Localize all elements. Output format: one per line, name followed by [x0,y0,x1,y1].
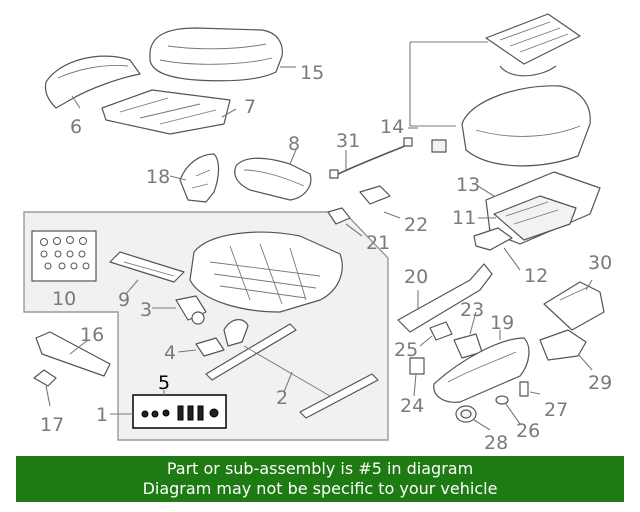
callout-12: 12 [524,265,548,287]
part-11-shape [493,195,577,241]
callout-26: 26 [516,420,540,442]
callout-5: 5 [158,372,170,394]
callout-20: 20 [404,266,428,288]
part-18-shape [179,153,220,203]
callout-8: 8 [288,133,300,155]
part-19-shape [433,337,530,403]
part-8-shape [234,157,312,201]
info-banner: Part or sub-assembly is #5 in diagram Di… [16,456,624,502]
callout-16: 16 [80,324,104,346]
callout-21: 21 [366,232,390,254]
part-4-shape [195,319,249,357]
callout-9: 9 [118,289,130,311]
part-2-shape [205,323,379,419]
callout-31: 31 [336,130,360,152]
part-3-shape [175,295,207,325]
part-22-shape [359,185,391,205]
seat-parts-diagram: 15 6 7 8 18 31 14 13 11 12 22 21 10 9 3 … [23,13,612,454]
part-20-shape [397,263,493,333]
part-25-shape [429,321,453,341]
fastener-kit-icon [40,236,90,270]
part-27-shape [519,381,529,397]
callout-30: 30 [588,252,612,274]
callout-6: 6 [70,116,82,138]
callout-18: 18 [146,166,170,188]
part-26-shape [495,395,509,405]
callout-24: 24 [400,395,424,417]
leader-lines [45,66,593,431]
callout-7: 7 [244,96,256,118]
callout-3: 3 [140,299,152,321]
part-14-shape [409,13,591,167]
callout-11: 11 [452,207,476,229]
callout-19: 19 [490,312,514,334]
part-15-shape [149,27,283,82]
part-7-shape [101,89,231,135]
part-24-shape [409,357,425,375]
callout-13: 13 [456,174,480,196]
seat-frame-shape [189,231,343,313]
part-29-shape [539,329,587,361]
part-12-shape [473,227,513,251]
part-16-shape [35,331,111,377]
part-28-shape [455,405,477,423]
callout-29: 29 [588,372,612,394]
banner-line-1: Part or sub-assembly is #5 in diagram [166,459,474,478]
callout-27: 27 [544,399,568,421]
part-6-shape [44,55,141,109]
callout-22: 22 [404,214,428,236]
callout-2: 2 [276,387,288,409]
callout-23: 23 [460,299,484,321]
callout-4: 4 [164,342,176,364]
part-17-shape [33,369,57,387]
part-30-shape [543,281,605,331]
callout-14: 14 [380,116,404,138]
bolt-set-icon [141,405,219,421]
callout-28: 28 [484,432,508,454]
banner-line-2: Diagram may not be specific to your vehi… [142,479,498,498]
callout-25: 25 [394,339,418,361]
part-21-shape [327,207,351,225]
callout-15: 15 [300,62,324,84]
part-31-shape [329,137,413,179]
callout-10: 10 [52,288,76,310]
callout-17: 17 [40,414,64,436]
part-9-shape [109,251,185,283]
callout-1: 1 [96,404,108,426]
